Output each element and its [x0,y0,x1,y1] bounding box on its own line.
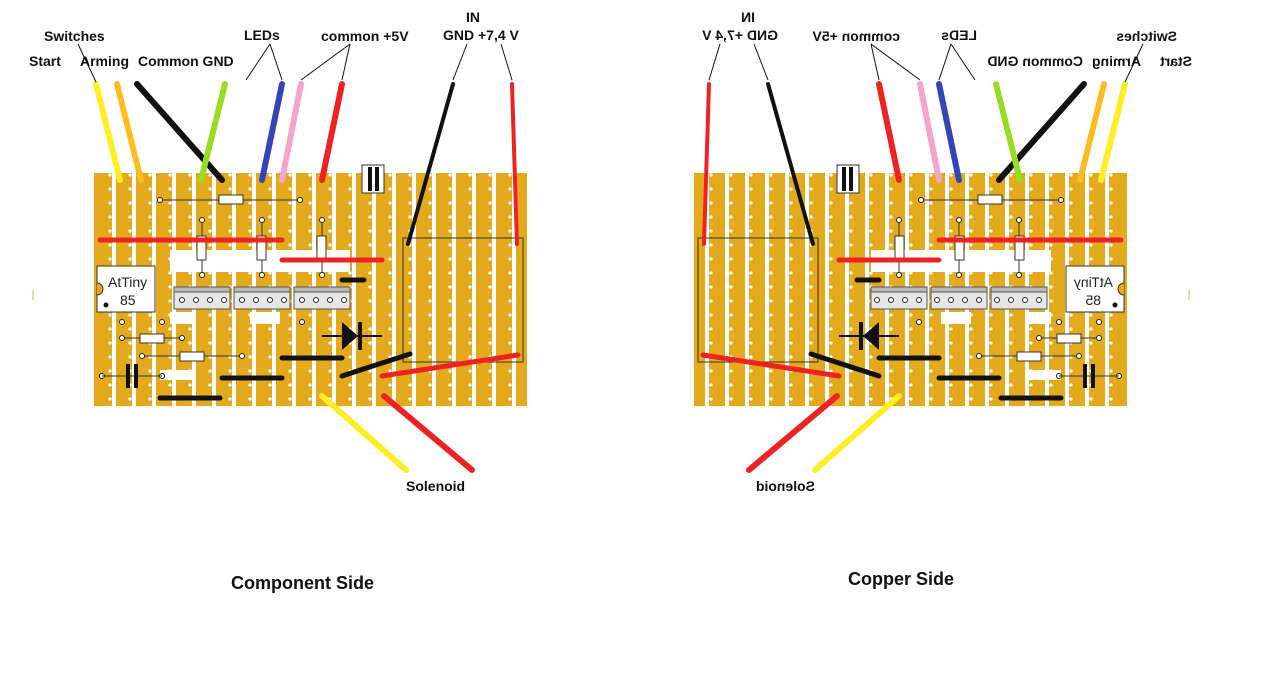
mirrored-top-capacitor [836,164,860,194]
mirrored-label-switches: Switches [1116,28,1177,44]
diode [322,322,382,350]
caption-copper-side: Copper Side [848,569,954,589]
mirrored-capacitor [1059,364,1119,388]
resistors [122,194,327,362]
mirrored-label-in: IN [741,9,755,25]
label-switches: Switches [44,28,105,44]
mirrored-label-common-5v: common +5V [812,28,900,44]
mirrored-jumper-wires [700,237,1124,401]
mirrored-label-start: Start [1160,53,1192,69]
label-common-gnd: Common GND [138,53,234,69]
label-solenoid: Solenoid [406,478,465,494]
led-terminal-blocks [173,286,351,310]
label-common-5v: common +5V [321,28,409,44]
mirrored-attiny85-chip: AtTiny 85 [1065,265,1125,313]
mirrored-copper-strips [694,173,1127,406]
jumper-wires [97,237,521,401]
component-side-labels: Switches Start Arming Common GND LEDs co… [29,9,520,494]
label-pointers [77,43,513,83]
external-leads [93,81,519,473]
label-arming: Arming [80,53,129,69]
mirrored-label-arming: Arming [1092,53,1141,69]
capacitor [102,364,162,388]
label-gnd-74v: GND +7,4 V [443,27,520,43]
copper-side-board: AtTiny 85 [694,9,1192,494]
caption-component-side: Component Side [231,573,374,593]
mirrored-label-leds: LEDs [941,27,977,43]
component-side-board: AtTiny 85 [29,9,527,494]
mirrored-label-pointers [708,43,1144,83]
mirrored-external-leads [702,81,1128,473]
top-capacitor [361,164,385,194]
label-start: Start [29,53,61,69]
mirrored-label-solenoid: Solenoid [756,478,815,494]
attiny85-chip: AtTiny 85 [96,265,156,313]
chip-number: 85 [120,292,136,308]
mirrored-led-terminal-blocks [870,286,1048,310]
mirrored-diode [839,322,899,350]
label-leds: LEDs [244,27,280,43]
chip-name: AtTiny [108,274,147,290]
mirrored-resistors [894,194,1099,362]
mirrored-label-gnd-74v: GND +7,4 V [701,27,778,43]
mirrored-chip-name: AtTiny [1074,274,1113,290]
mirrored-component-side-labels: Switches Start Arming Common GND LEDs co… [701,9,1192,494]
mirrored-label-common-gnd: Common GND [987,53,1083,69]
mirrored-chip-number: 85 [1085,292,1101,308]
label-in: IN [466,9,480,25]
